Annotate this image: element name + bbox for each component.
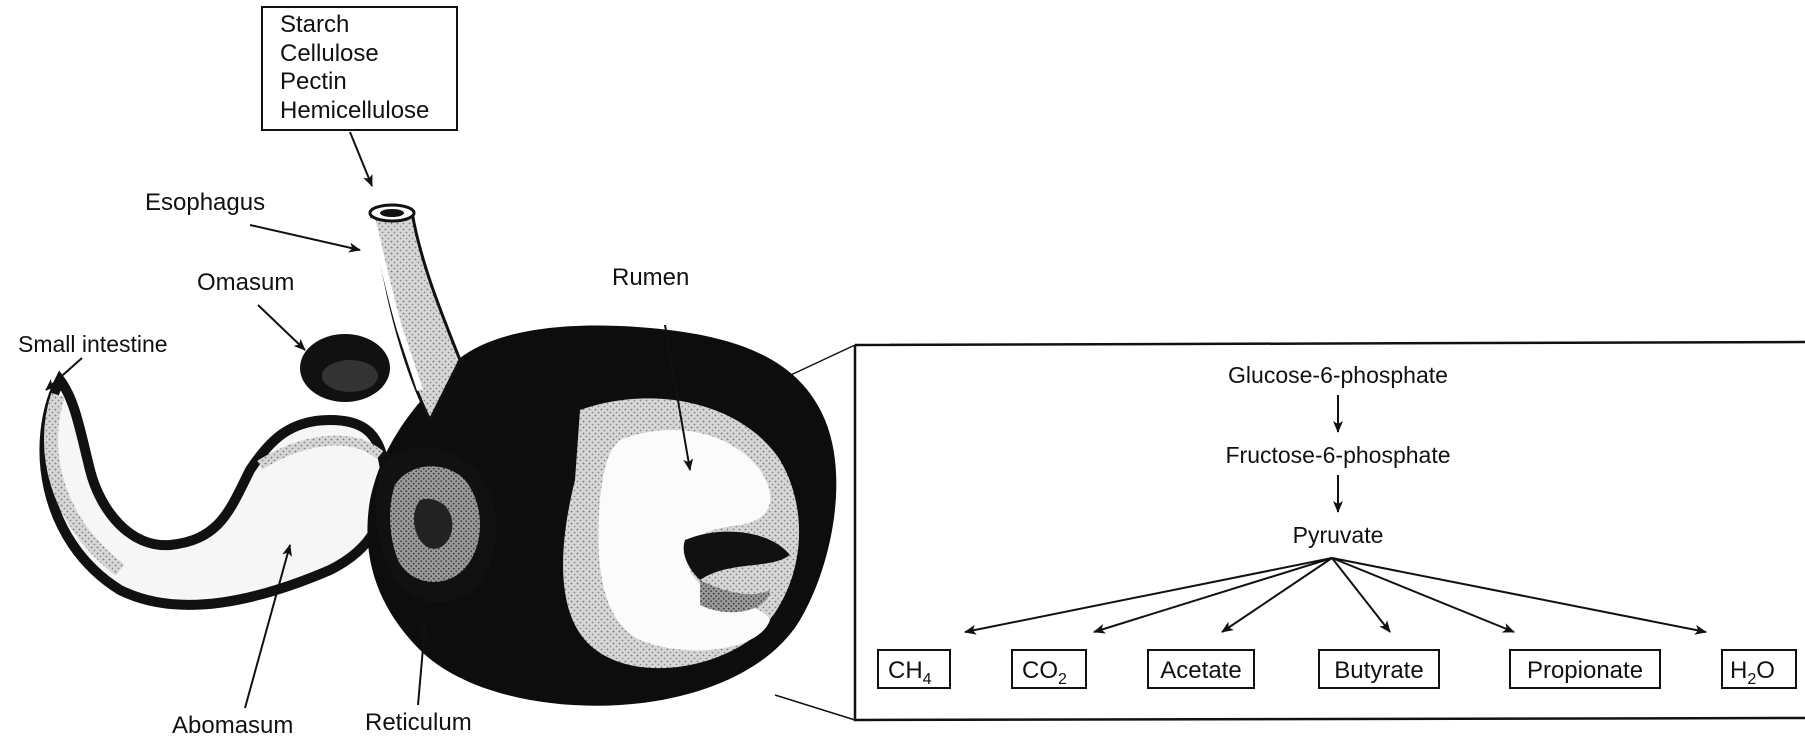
label-small-intestine: Small intestine	[18, 331, 168, 357]
product-butyrate: Butyrate	[1334, 657, 1423, 684]
feed-arrow	[350, 132, 372, 186]
step-pyruvate: Pyruvate	[1293, 522, 1384, 548]
label-reticulum: Reticulum	[365, 709, 472, 736]
fermentation-pathway-panel: Glucose-6-phosphate Fructose-6-phosphate…	[855, 342, 1805, 720]
zoom-line-bottom	[775, 695, 855, 720]
label-omasum: Omasum	[197, 269, 294, 296]
stomach-illustration	[44, 205, 836, 706]
abomasum-shape	[44, 380, 385, 605]
substrate-hemicellulose: Hemicellulose	[280, 97, 429, 124]
step-glucose-6-phosphate: Glucose-6-phosphate	[1228, 362, 1448, 388]
zoom-line-top	[780, 345, 855, 380]
branch-arrow-co2	[1094, 558, 1332, 632]
substrate-cellulose: Cellulose	[280, 40, 379, 67]
product-acetate: Acetate	[1160, 657, 1241, 684]
label-rumen: Rumen	[612, 264, 689, 291]
esophagus-arrow	[250, 225, 360, 250]
label-abomasum: Abomasum	[172, 712, 293, 738]
esophagus-shape	[372, 212, 460, 420]
input-substrates-box: Starch Cellulose Pectin Hemicellulose	[262, 7, 457, 130]
branch-arrow-propionate	[1332, 558, 1514, 632]
step-fructose-6-phosphate: Fructose-6-phosphate	[1225, 442, 1450, 468]
substrate-starch: Starch	[280, 11, 349, 38]
branch-arrow-h2o	[1332, 558, 1706, 632]
product-propionate: Propionate	[1527, 657, 1643, 684]
label-esophagus: Esophagus	[145, 189, 265, 216]
omasum-arrow	[258, 305, 305, 350]
substrate-pectin: Pectin	[280, 68, 347, 95]
